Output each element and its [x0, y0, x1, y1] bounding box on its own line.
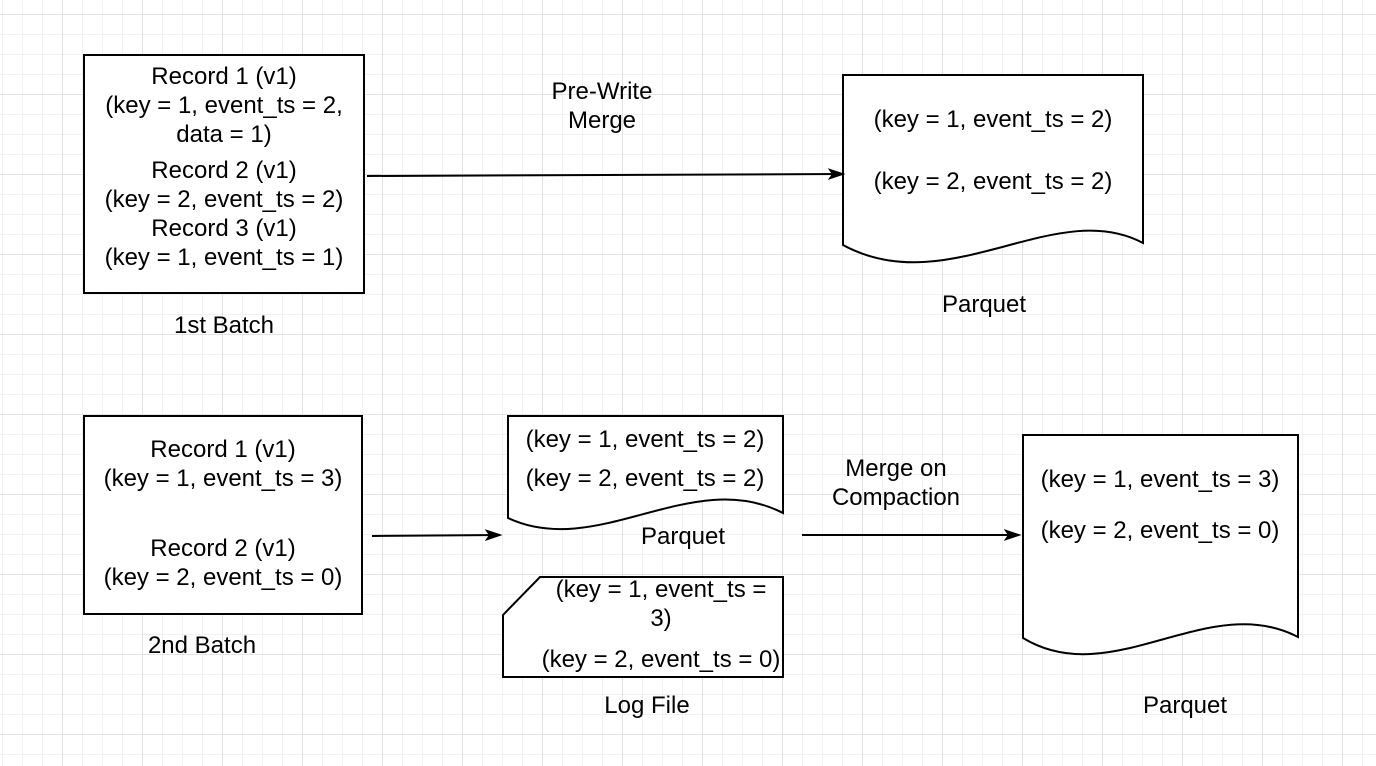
parquet-right-row1: (key = 1, event_ts = 3)	[1040, 466, 1280, 493]
log-file-label: Log File	[604, 692, 690, 719]
parquet-top-label: Parquet	[941, 291, 1027, 318]
batch1-record1-fields-cont: data = 1)	[176, 121, 272, 148]
parquet-mid-rows: (key = 1, event_ts = 2) (key = 2, event_…	[510, 425, 780, 493]
pre-write-merge-label: Pre-Write Merge	[551, 78, 653, 134]
batch1-label: 1st Batch	[173, 312, 275, 339]
batch1-record3-fields: (key = 1, event_ts = 1)	[104, 244, 344, 271]
log-file-row2: (key = 2, event_ts = 0)	[541, 646, 781, 673]
parquet-mid-label: Parquet	[640, 523, 726, 550]
batch1-record2-fields: (key = 2, event_ts = 2)	[104, 186, 344, 213]
log-file-rows: (key = 1, event_ts = 3) (key = 2, event_…	[538, 575, 784, 674]
batch1-record1-title: Record 1 (v1)	[151, 63, 297, 90]
batch1-record1-fields: (key = 1, event_ts = 2,	[105, 92, 343, 119]
batch2-to-files-arrow	[371, 535, 500, 536]
parquet-right-row2: (key = 2, event_ts = 0)	[1040, 517, 1280, 544]
parquet-top-row2: (key = 2, event_ts = 2)	[873, 168, 1113, 195]
batch1-record3-title: Record 3 (v1)	[151, 215, 297, 242]
batch2-records: Record 1 (v1) (key = 1, event_ts = 3) Re…	[85, 435, 361, 592]
batch2-box	[83, 415, 363, 615]
parquet-right-label: Parquet	[1142, 692, 1228, 719]
batch1-box	[83, 54, 365, 294]
parquet-top-rows: (key = 1, event_ts = 2) (key = 2, event_…	[853, 105, 1133, 196]
batch1-records: Record 1 (v1) (key = 1, event_ts = 2, da…	[85, 62, 363, 272]
pre-write-merge-arrow	[366, 174, 843, 176]
batch2-record1-title: Record 1 (v1)	[150, 436, 296, 463]
log-file-shape	[502, 576, 784, 678]
parquet-top-doc-shape	[842, 74, 1144, 264]
batch1-record2-title: Record 2 (v1)	[151, 157, 297, 184]
log-file-row1-line1: (key = 1, event_ts =	[555, 576, 767, 603]
batch2-label: 2nd Batch	[147, 632, 257, 659]
parquet-right-rows: (key = 1, event_ts = 3) (key = 2, event_…	[1030, 465, 1290, 545]
parquet-mid-row2: (key = 2, event_ts = 2)	[525, 465, 765, 492]
merge-on-compaction-label: Merge on Compaction	[831, 455, 961, 511]
batch2-record2-fields: (key = 2, event_ts = 0)	[103, 564, 343, 591]
batch2-record2-title: Record 2 (v1)	[150, 535, 296, 562]
parquet-mid-doc-shape	[507, 415, 784, 531]
parquet-mid-row1: (key = 1, event_ts = 2)	[525, 426, 765, 453]
parquet-right-doc-shape	[1022, 434, 1299, 656]
parquet-top-row1: (key = 1, event_ts = 2)	[873, 106, 1113, 133]
log-file-row1-line2: 3)	[650, 605, 672, 632]
batch2-record1-fields: (key = 1, event_ts = 3)	[103, 465, 343, 492]
